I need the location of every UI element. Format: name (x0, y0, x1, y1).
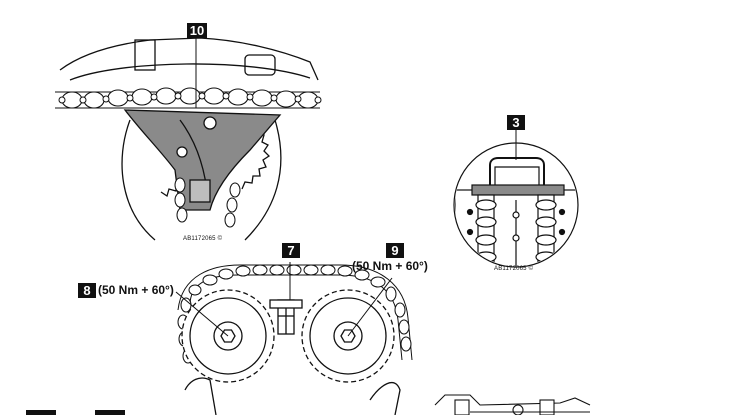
reference-code-right: AB1172065 © (494, 266, 534, 272)
sprocket-view (175, 262, 413, 415)
callout-7: 7 (282, 243, 300, 258)
callout-3: 3 (507, 115, 525, 130)
partial-engine-view (434, 394, 591, 415)
cropped-fragment (26, 410, 125, 415)
torque-label-left: (50 Nm + 60°) (98, 283, 174, 297)
torque-label-right: (50 Nm + 60°) (352, 259, 428, 273)
camshaft-tool-view (453, 129, 579, 268)
callout-10: 10 (187, 23, 207, 38)
reference-code-top: AB1172065 © (183, 236, 223, 242)
tensioner-view (55, 37, 322, 241)
callout-9: 9 (386, 243, 404, 258)
callout-8: 8 (78, 283, 96, 298)
